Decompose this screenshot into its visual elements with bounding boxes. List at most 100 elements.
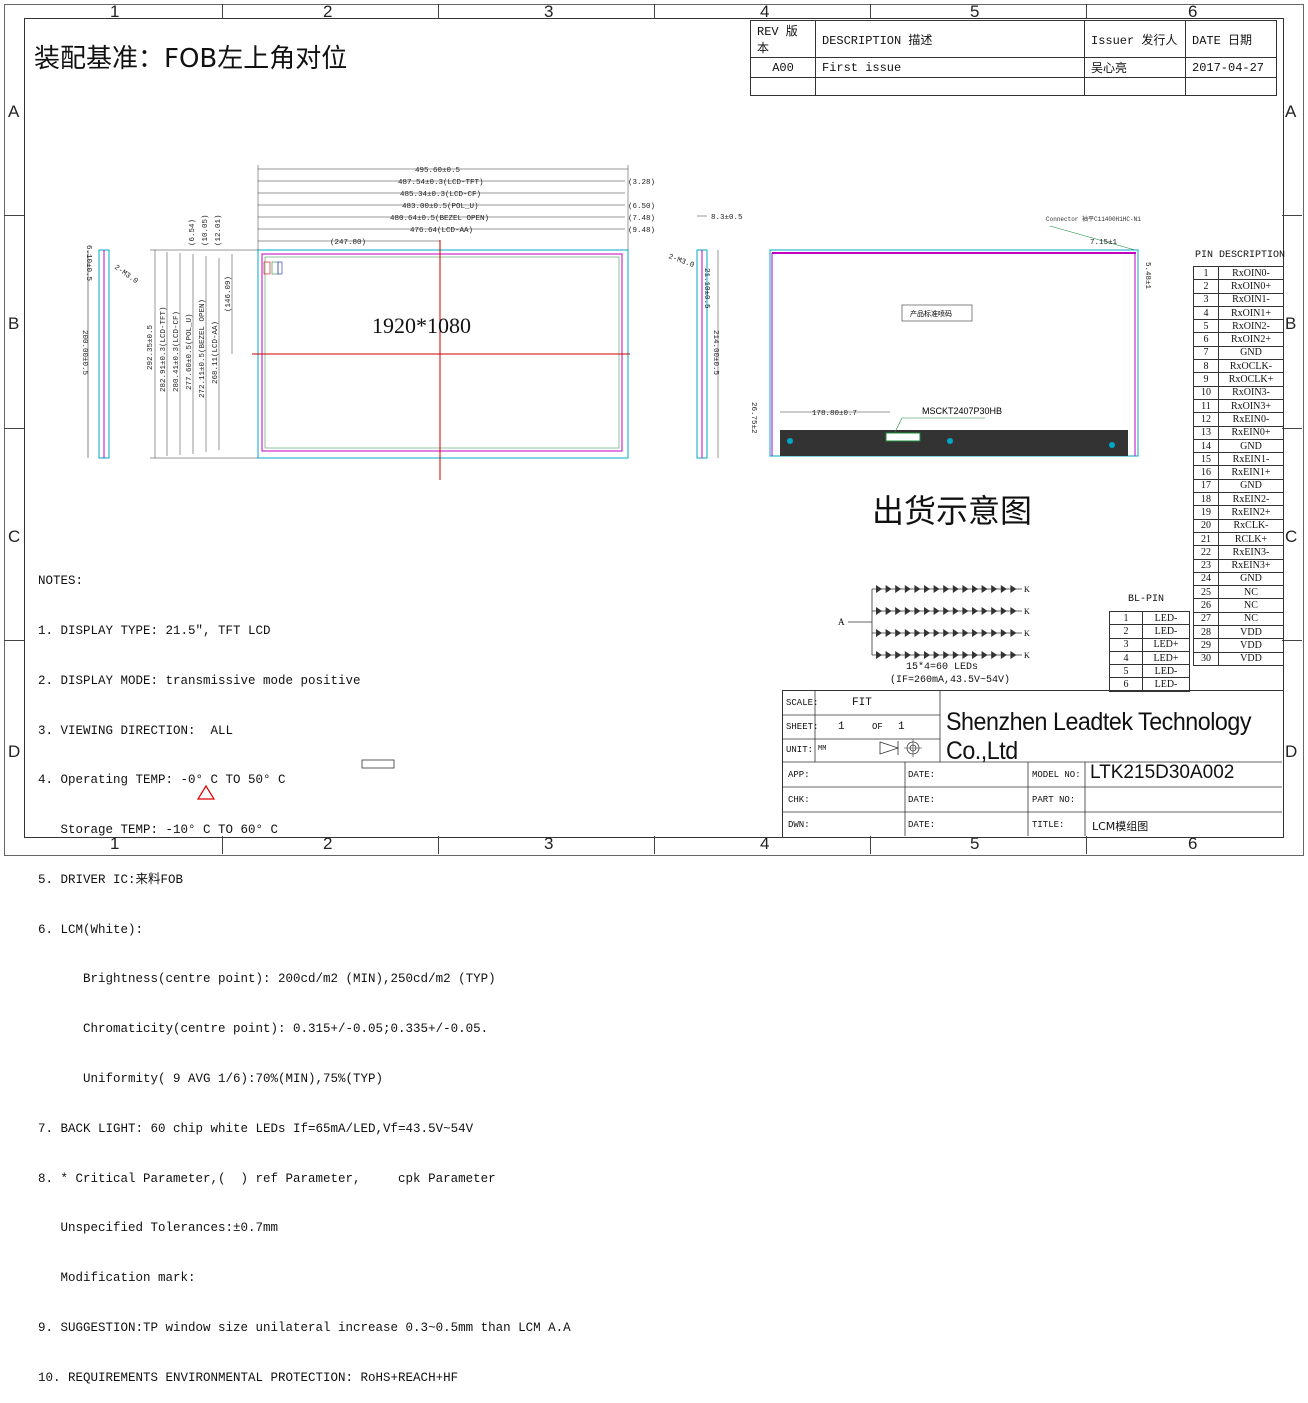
left-thickness-label: 6.10±0.5 (84, 245, 92, 282)
led-bar-housing (780, 430, 1128, 456)
dim-right-ref-1: (3.28) (628, 179, 655, 187)
empty-cell (1185, 77, 1277, 96)
drawing-title: 装配基准：FOB左上角对位 (34, 44, 348, 74)
led-diode-icon (904, 651, 911, 659)
zone-row-a-left: A (8, 102, 20, 121)
part-label: PART NO: (1032, 795, 1076, 805)
led-diode-icon (943, 629, 950, 637)
rev-header: REV 版本 (750, 20, 816, 58)
dim-right-ref-3: (7.48) (628, 215, 655, 223)
scale-label: SCALE: (786, 698, 819, 708)
dim-top-ref-3: (6.54) (189, 219, 197, 246)
dim-center-ref: (247.80) (330, 239, 366, 247)
sheet-total: 1 (898, 721, 905, 733)
dim-aa-height: 268.11(LCD-AA) (212, 321, 220, 384)
dim-overall-height: 292.35±0.5 (147, 324, 155, 370)
chk-label: CHK: (788, 795, 810, 805)
title-block (782, 690, 1284, 838)
led-params: (IF=260mA,43.5V~54V) (890, 675, 1011, 686)
app-label: APP: (788, 770, 810, 780)
note-line: 10. REQUIREMENTS ENVIRONMENTAL PROTECTIO… (38, 1370, 459, 1385)
company-name: Shenzhen Leadtek Technology Co.,Ltd (946, 708, 1252, 765)
zone-col-3-top: 3 (544, 2, 554, 21)
dim-bezel-height: 272.11±0.5(BEZEL OPEN) (199, 299, 207, 398)
zone-tick (222, 4, 223, 18)
zone-tick (438, 4, 439, 18)
led-diode-icon (981, 607, 988, 615)
zone-tick (1086, 4, 1087, 18)
zone-tick (4, 215, 24, 216)
zone-col-2-bottom: 2 (323, 834, 333, 853)
projection-cone-icon (879, 741, 900, 755)
barcode-label-box (901, 304, 973, 322)
projection-symbol-icon (879, 739, 922, 757)
bl-pin-signal: LED- (1142, 624, 1190, 639)
note-line: 8. * Critical Parameter,( ) ref Paramete… (38, 1171, 496, 1186)
led-diode-icon (904, 585, 911, 593)
led-cathode-label: K (1024, 629, 1030, 638)
right-dim-b: 214.00±0.5 (711, 330, 719, 376)
note-line: Uniformity( 9 AVG 1/6):70%(MIN),75%(TYP) (38, 1072, 384, 1086)
align-mark (277, 261, 283, 275)
led-diode-icon (885, 585, 892, 593)
sheet-label: SHEET: (786, 722, 819, 732)
led-diode-icon (924, 651, 930, 659)
zone-row-c-right: C (1285, 527, 1298, 546)
dim-aa-width: 476.64(LCD-AA) (410, 227, 473, 235)
mechanical-drawing: 6.10±0.5 2-M3.0 200.00±0.5 495.60±0.5 48… (80, 165, 1151, 800)
active-area (261, 253, 623, 452)
led-count: 15*4=60 LEDs (906, 662, 979, 673)
date-value: 2017-04-27 (1185, 57, 1277, 78)
led-diode-icon (895, 629, 902, 637)
led-diode-icon (933, 607, 940, 615)
led-diode-icon (895, 651, 902, 659)
led-diode-icon (972, 651, 978, 659)
led-diode-icon (876, 651, 882, 659)
led-diode-icon (924, 585, 930, 593)
led-diode-icon (1010, 629, 1017, 637)
led-diode-icon (952, 585, 959, 593)
dim-mid-ref: (146.09) (225, 276, 233, 312)
cpk-box-icon (361, 759, 395, 769)
zone-tick (1282, 640, 1302, 641)
bezel-opening (264, 256, 620, 449)
dim-lcd-cf-height: 280.41±0.3(LCD-CF) (173, 311, 181, 392)
pin-number: 30 (1193, 651, 1219, 666)
zone-tick (870, 4, 871, 18)
unit-label: UNIT: (786, 745, 814, 755)
title-label: TITLE: (1032, 820, 1065, 830)
led-diode-icon (972, 629, 978, 637)
led-diode-icon (962, 651, 969, 659)
note-line: Modification mark: (38, 1271, 196, 1286)
pin-signal: VDD (1218, 651, 1284, 666)
note-line: 4. Operating TEMP: -0° C TO 50° C (38, 773, 286, 788)
zone-row-c-left: C (8, 527, 21, 546)
led-diode-icon (924, 629, 930, 637)
title-block-grid (782, 690, 1282, 836)
led-diode-icon (914, 651, 921, 659)
note-line: 5. DRIVER IC:来料FOB (38, 872, 184, 887)
zone-col-1-top: 1 (110, 2, 120, 21)
led-diode-icon (981, 629, 988, 637)
note-line: NOTES: (38, 574, 84, 589)
led-diode-icon (914, 585, 921, 593)
shipping-title: 出货示意图 (872, 492, 1033, 530)
warning-icon (196, 784, 216, 800)
note-line: Brightness(centre point): 200cd/m2 (MIN)… (38, 972, 496, 987)
scale-value: FIT (852, 697, 872, 709)
zone-row-d-right: D (1285, 742, 1298, 761)
title-value: LCM模组图 (1092, 820, 1149, 833)
connector-leader (1049, 225, 1136, 251)
zone-col-6-bottom: 6 (1188, 834, 1198, 853)
mount-hole (1109, 442, 1115, 448)
back-view: 产品标准喷码 Connector 袖平C11400H1HC-N1 7.15±1 … (749, 215, 1151, 457)
